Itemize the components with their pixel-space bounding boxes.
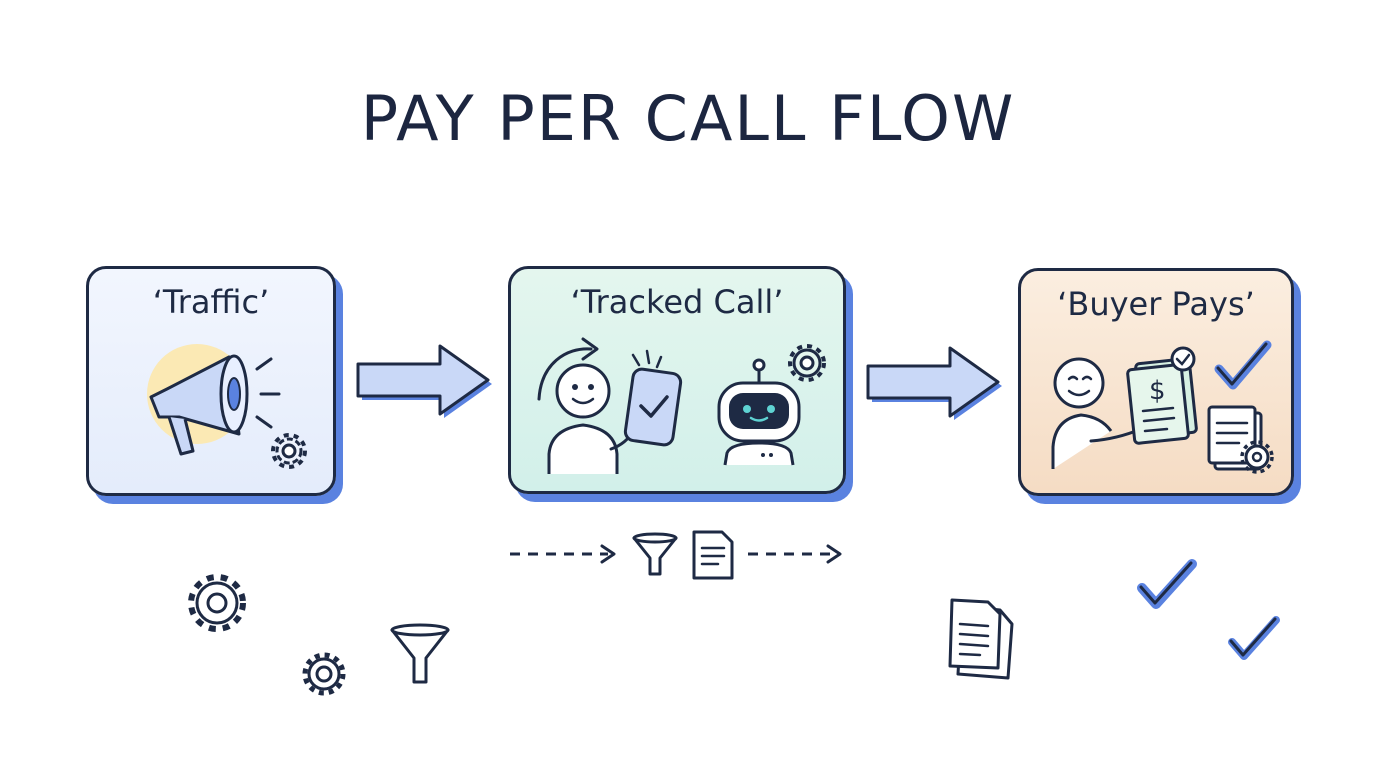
document-icon (948, 598, 1014, 680)
svg-text:$: $ (1149, 376, 1166, 406)
arrow-right-icon (866, 346, 1002, 420)
phone-check-icon (623, 349, 683, 447)
checkmark-icon (1228, 616, 1280, 660)
gear-icon (271, 433, 307, 469)
document-icon (692, 530, 734, 580)
robot-icon (717, 358, 801, 466)
funnel-icon (632, 532, 678, 576)
step-card-buyer-pays: ‘Buyer Pays’ $ (1018, 268, 1294, 496)
person-icon (547, 363, 637, 474)
person-icon (1051, 357, 1143, 469)
checkmark-icon (1137, 559, 1197, 609)
step-label-tracked-call: ‘Tracked Call’ (570, 283, 784, 321)
dashed-arrow-icon (510, 544, 616, 564)
step-label-traffic: ‘Traffic’ (152, 283, 270, 321)
page-title: PAY PER CALL FLOW (360, 82, 1016, 155)
sub-flow (510, 530, 842, 580)
funnel-icon (390, 623, 450, 684)
gear-icon (788, 344, 826, 382)
curved-arrow-icon (537, 347, 593, 401)
step-card-tracked-call: ‘Tracked Call’ (508, 266, 846, 494)
document-gear-icon (1207, 405, 1274, 474)
step-card-traffic: ‘Traffic’ (86, 266, 336, 496)
step-label-buyer-pays: ‘Buyer Pays’ (1057, 285, 1255, 323)
gear-icon (302, 652, 346, 696)
dashed-arrow-icon (748, 544, 842, 564)
megaphone-icon (147, 344, 281, 456)
invoice-dollar-icon: $ (1126, 346, 1198, 445)
arrow-right-icon (356, 344, 492, 418)
gear-icon (188, 574, 246, 632)
